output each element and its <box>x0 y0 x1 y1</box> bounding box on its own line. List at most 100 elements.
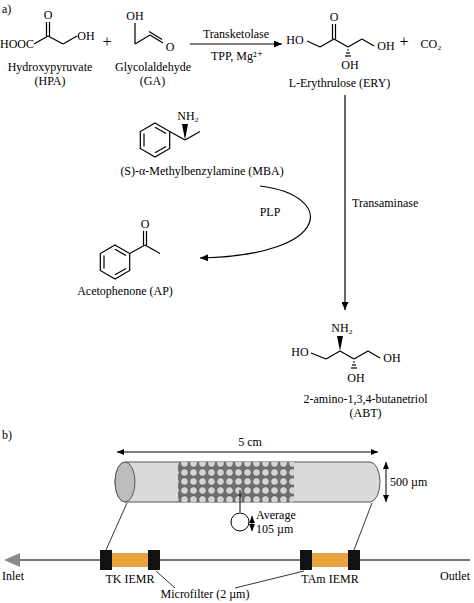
atom-label: O <box>155 40 185 54</box>
enzyme-label: Transketolase <box>191 27 281 41</box>
tam-iemr-block <box>300 550 360 570</box>
cofactor-arrow <box>200 186 310 258</box>
compound-mba: NH₂ (S)-α-Methylbenzylamine (MBA) <box>112 100 292 186</box>
abt-structure <box>351 367 357 368</box>
compound-name: (S)-α-Methylbenzylamine (MBA) <box>112 164 292 178</box>
reactor-cylinder <box>115 462 380 502</box>
dimension-lines <box>117 452 386 531</box>
dimension-lines <box>252 516 253 531</box>
mba-structure <box>140 123 169 157</box>
compound-co2: CO₂ <box>412 33 450 53</box>
abt-structure <box>352 364 356 365</box>
reactor-cylinder <box>115 462 380 502</box>
leader-lines <box>354 503 372 550</box>
bead-particle <box>231 513 249 531</box>
atom-label: O <box>130 217 160 231</box>
tam-iemr-block <box>312 553 348 567</box>
ga-structure <box>135 23 163 44</box>
ap-structure <box>103 256 104 269</box>
ery-structure <box>332 24 333 39</box>
mba-structure <box>140 123 200 157</box>
dimension-lines <box>117 452 378 453</box>
ga-structure <box>149 32 162 40</box>
filter-label: Microfilter (2 µm) <box>150 587 260 601</box>
hpa-structure <box>34 36 48 44</box>
atom-label: HO <box>288 345 312 359</box>
cofactor-label: TPP, Mg²⁺ <box>192 49 282 63</box>
molecule-formula: CO₂ <box>412 37 450 51</box>
tk-iemr-block <box>100 550 112 570</box>
tam-iemr-block <box>348 550 360 570</box>
compound-hpa: HOOCOOHHydroxypyruvate (HPA) <box>0 8 100 98</box>
tk-iemr-block <box>112 553 148 567</box>
ery-structure <box>362 39 374 46</box>
abt-structure <box>340 351 354 359</box>
reactor-label: TAm IEMR <box>295 572 365 586</box>
flow-line <box>4 553 20 567</box>
compound-name: 2-amino-1,3,4-butanetriol (ABT) <box>288 392 443 420</box>
flow-label: Inlet <box>2 569 42 583</box>
leader-lines <box>235 571 304 588</box>
ery-structure <box>307 41 320 47</box>
ap-structure <box>130 245 145 254</box>
abt-structure <box>353 361 355 362</box>
ap-structure <box>146 231 147 245</box>
ery-structure <box>334 39 348 47</box>
compound-ga: OHOGlycolaldehyde (GA) <box>115 8 190 98</box>
abt-structure <box>337 336 343 351</box>
atom-label: O <box>319 10 349 24</box>
leader-lines <box>156 571 175 588</box>
mba-structure <box>170 132 185 141</box>
abt-structure <box>354 351 368 359</box>
flow-line <box>4 553 470 567</box>
atom-label: OH <box>379 351 405 365</box>
mba-structure <box>143 134 144 147</box>
mba-structure <box>155 146 166 152</box>
tam-iemr-block <box>300 550 312 570</box>
abt-structure <box>368 351 380 358</box>
atom-label: OH <box>373 39 399 53</box>
ery-structure <box>348 39 362 47</box>
dimension-label: Average 105 µm <box>256 508 306 536</box>
dimension-label: 500 µm <box>390 475 450 489</box>
plus-sign: + <box>100 35 114 49</box>
hpa-structure <box>46 22 47 36</box>
abt-structure <box>311 353 326 359</box>
hpa-structure <box>63 36 77 44</box>
atom-label: NH₂ <box>326 321 358 335</box>
ap-structure <box>115 249 126 255</box>
tk-iemr-block <box>100 550 160 570</box>
reactor-cylinder <box>178 462 294 502</box>
panel-letter: a) <box>2 2 22 16</box>
ery-structure <box>307 24 374 56</box>
ga-structure <box>134 23 135 44</box>
compound-name: Acetophenone (AP) <box>50 284 200 298</box>
compound-name: Hydroxypyruvate (HPA) <box>0 60 100 88</box>
hpa-structure <box>49 22 50 36</box>
reaction-arrow <box>344 95 345 310</box>
dimension-label: 5 cm <box>220 435 280 449</box>
atom-label: O <box>33 8 63 22</box>
ery-structure <box>320 39 334 47</box>
tk-iemr-block <box>148 550 160 570</box>
hpa-structure <box>34 22 77 44</box>
abt-structure <box>311 336 380 368</box>
reaction-arrow <box>190 43 282 44</box>
dimension-lines <box>240 490 241 512</box>
cofactor-label: PLP <box>255 205 285 219</box>
mba-structure <box>185 132 200 141</box>
leader-lines <box>106 503 127 550</box>
atom-label: NH₂ <box>172 109 204 123</box>
ap-structure <box>100 231 160 279</box>
atom-label: OH <box>341 371 371 385</box>
ap-structure <box>143 231 144 245</box>
ap-structure <box>115 268 126 274</box>
enzyme-label: Transaminase <box>352 196 432 210</box>
mba-structure <box>182 124 188 140</box>
atom-label: HOOC <box>0 37 34 51</box>
ery-structure <box>346 52 350 53</box>
compound-ap: O Acetophenone (AP) <box>50 210 200 302</box>
mba-structure <box>155 127 166 133</box>
